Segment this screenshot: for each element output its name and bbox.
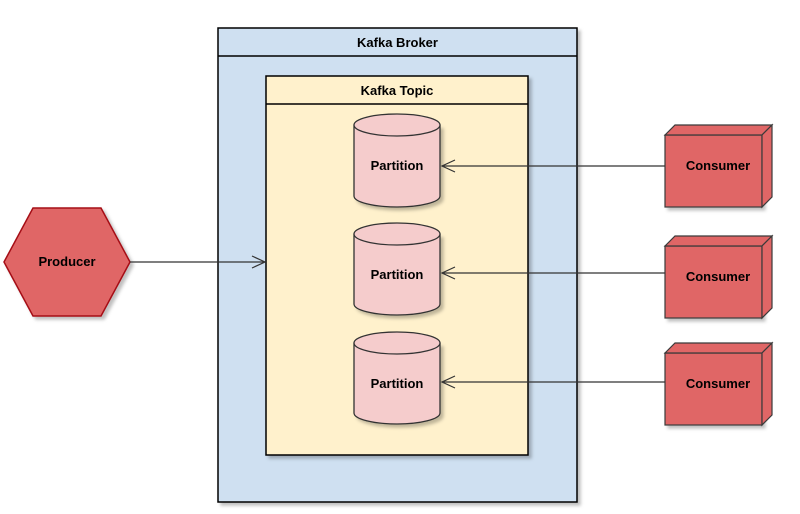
partition-3-label: Partition: [371, 376, 424, 391]
consumer-2[interactable]: Consumer: [663, 234, 774, 320]
partition-2-label: Partition: [371, 267, 424, 282]
consumer-2-label: Consumer: [686, 269, 750, 284]
partition-1[interactable]: Partition: [353, 113, 441, 208]
consumer-2-to-partition-2-arrow: [440, 266, 665, 280]
producer-label: Producer: [38, 254, 95, 269]
consumer-1[interactable]: Consumer: [663, 123, 774, 209]
partition-1-label: Partition: [371, 158, 424, 173]
partition-2[interactable]: Partition: [353, 222, 441, 316]
partition-3[interactable]: Partition: [353, 331, 441, 425]
consumer-3[interactable]: Consumer: [663, 341, 774, 427]
producer-node[interactable]: Producer: [3, 207, 131, 317]
consumer-3-label: Consumer: [686, 376, 750, 391]
consumer-3-to-partition-3-arrow: [440, 375, 665, 389]
consumer-1-to-partition-1-arrow: [440, 159, 665, 173]
kafka-broker-label: Kafka Broker: [357, 35, 438, 50]
consumer-1-label: Consumer: [686, 158, 750, 173]
kafka-topic-label: Kafka Topic: [361, 83, 434, 98]
producer-to-topic-arrow: [130, 255, 267, 269]
